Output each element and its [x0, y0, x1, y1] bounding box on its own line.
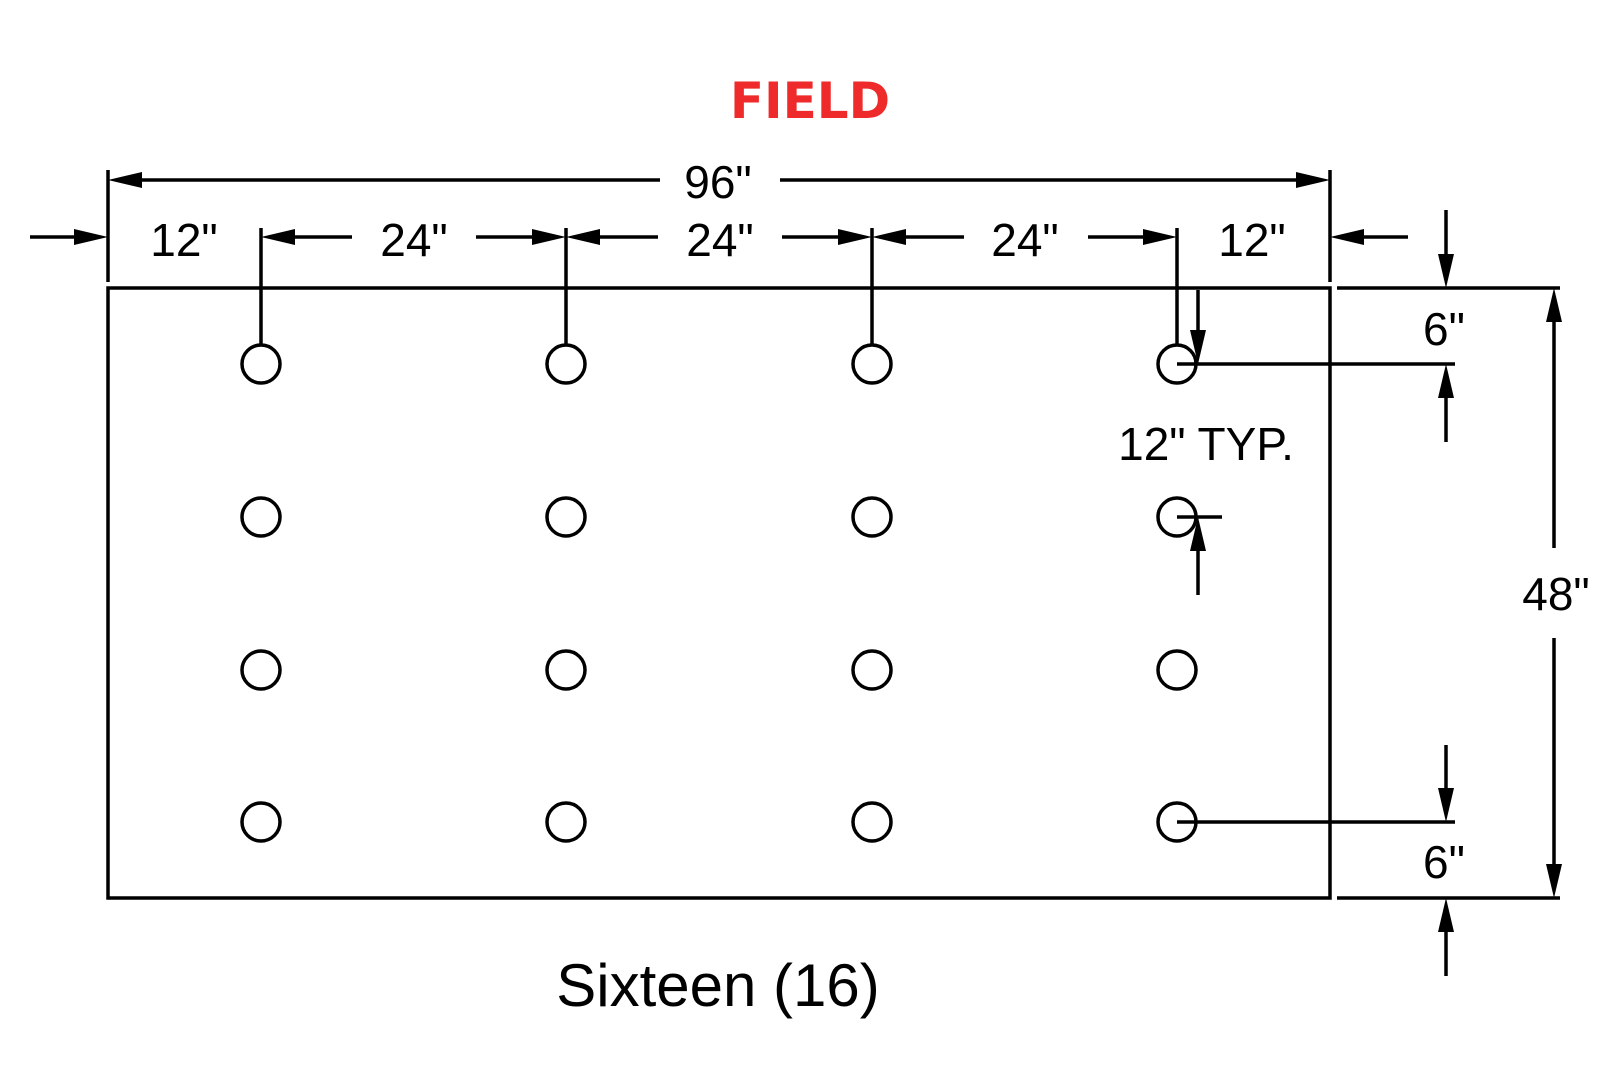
- hole-marker: [240, 496, 282, 538]
- spacing-label-2: 24": [686, 214, 754, 266]
- hole-marker: [545, 496, 587, 538]
- hole-spacing-dimension: 12" 24" 24" 24" 12": [30, 214, 1408, 346]
- hole-count-caption: Sixteen (16): [556, 952, 880, 1019]
- height-label: 48": [1522, 568, 1590, 620]
- side-dimensions: 6" 6" 48": [1177, 210, 1590, 976]
- end-spacing-left-label: 12": [150, 214, 218, 266]
- overall-width-label: 96": [684, 156, 752, 208]
- hole-marker: [545, 801, 587, 843]
- hole-marker: [545, 343, 587, 385]
- row-spacing-label: 12" TYP.: [1118, 418, 1294, 470]
- edge-distance-top-label: 6": [1423, 303, 1465, 355]
- row-spacing-dimension: 12" TYP.: [1118, 290, 1294, 595]
- hole-marker: [851, 649, 893, 691]
- hole-marker: [851, 496, 893, 538]
- panel-outline: [106, 286, 1332, 900]
- hole-marker: [240, 801, 282, 843]
- hole-marker: [851, 801, 893, 843]
- field-title: FIELD: [730, 72, 890, 130]
- hole-marker: [1156, 649, 1198, 691]
- overall-width-dimension: 96": [106, 156, 1332, 282]
- spacing-label-3: 24": [991, 214, 1059, 266]
- edge-distance-bottom-label: 6": [1423, 836, 1465, 888]
- spacing-label-1: 24": [380, 214, 448, 266]
- hole-marker: [851, 343, 893, 385]
- hole-marker: [545, 649, 587, 691]
- hole-marker: [240, 343, 282, 385]
- hole-marker: [240, 649, 282, 691]
- end-spacing-right-label: 12": [1218, 214, 1286, 266]
- hole-grid: [240, 343, 1198, 843]
